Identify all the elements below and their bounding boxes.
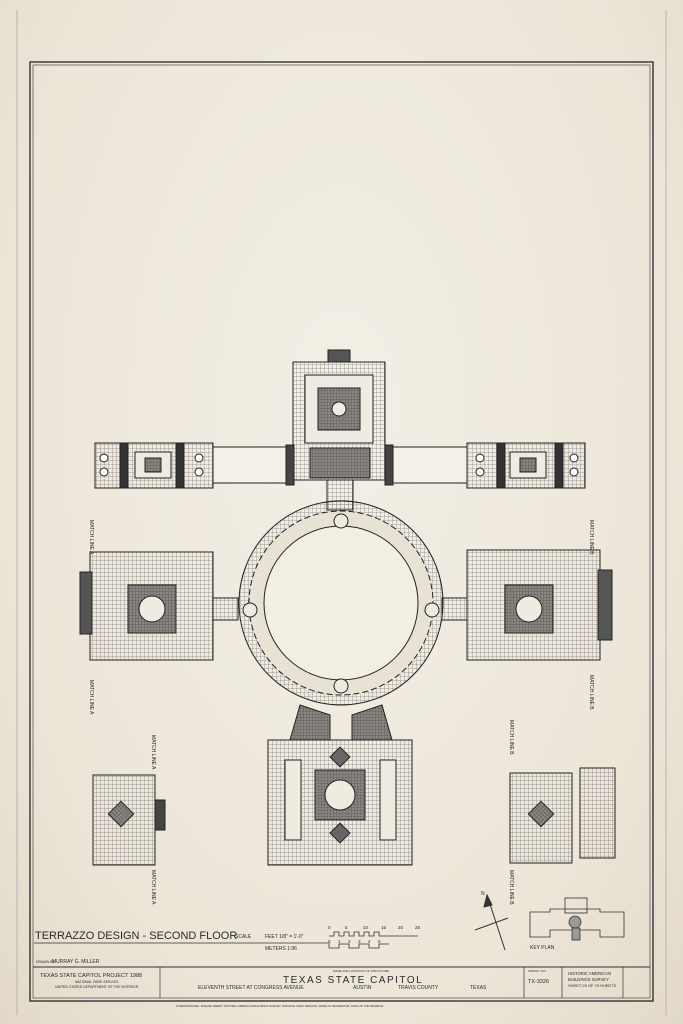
svg-text:MATCH LINE A: MATCH LINE A [150,735,156,770]
survey-no: TX-3326 [528,979,549,985]
south-block [267,704,413,866]
survey-name-1: HISTORIC AMERICAN [568,971,611,976]
survey-name-2: BUILDINGS SURVEY [568,977,609,982]
city: AUSTIN [353,985,372,991]
survey-no-caption: SURVEY NO. [528,969,547,973]
svg-text:MATCH LINE A: MATCH LINE A [150,870,156,905]
county: TRAVIS COUNTY [398,985,439,991]
east-wing [384,442,586,489]
sheet-border [16,10,667,1015]
svg-text:0: 0 [328,939,331,944]
svg-text:15: 15 [381,925,387,930]
svg-text:0: 0 [328,925,331,930]
svg-text:20: 20 [398,925,404,930]
svg-text:2: 2 [348,939,351,944]
drawn-by: MURRAY G. MILLER [52,959,100,965]
svg-text:1: 1 [338,939,341,944]
svg-text:MATCH LINE B: MATCH LINE B [508,870,514,905]
southwest-detail [92,774,166,866]
scale-bar: 0 5 10 15 20 25 0 1 2 3 4 5 [328,925,421,949]
drawing-title: TERRAZZO DESIGN - SECOND FLOOR [35,930,237,942]
street: ELEVENTH STREET AT CONGRESS AVENUE [198,985,304,991]
svg-text:MATCH LINE B: MATCH LINE B [508,720,514,755]
north-block [292,349,386,481]
svg-text:5: 5 [345,925,348,930]
svg-text:25: 25 [415,925,421,930]
svg-text:MATCH LINE B: MATCH LINE B [588,520,594,555]
svg-text:5: 5 [378,939,381,944]
state: TEXAS [470,985,487,991]
project-name: TEXAS STATE CAPITOL PROJECT 1988 [40,973,142,979]
svg-text:MATCH LINE A: MATCH LINE A [88,680,94,715]
structure-caption: NAME AND LOCATION OF STRUCTURE [333,969,389,973]
svg-text:4: 4 [368,939,371,944]
scale-label: SCALE [235,934,252,940]
floor-plan [79,349,616,866]
southeast-detail [509,767,616,864]
scale-feet: FEET 1/8" = 1'-0" [265,934,304,940]
credit-line: IF REPRODUCED, PLEASE CREDIT: HISTORIC A… [176,1004,384,1008]
drawn-by-label: DRAWN BY [36,960,55,964]
svg-text:MATCH LINE A: MATCH LINE A [88,520,94,555]
department: UNITED STATES DEPARTMENT OF THE INTERIOR [55,985,139,989]
west-block [79,551,239,661]
svg-text:KEY PLAN: KEY PLAN [530,945,555,951]
svg-text:3: 3 [358,939,361,944]
agency: NATIONAL PARK SERVICE [75,980,119,984]
north-arrow-icon: N [474,891,509,951]
match-line-labels: MATCH LINE A MATCH LINE A MATCH LINE B M… [88,520,594,905]
structure-name: TEXAS STATE CAPITOL [283,975,423,986]
rotunda [238,500,444,706]
title-block [33,966,650,998]
scale-meters: METERS 1:96 [265,946,297,952]
west-wing [94,442,295,489]
sheet-number: SHEET 29 OF 79 SHEETS [568,983,616,988]
east-block [441,549,613,661]
svg-text:10: 10 [363,925,369,930]
svg-text:MATCH LINE B: MATCH LINE B [588,675,594,710]
key-plan: KEY PLAN [529,897,625,951]
svg-text:N: N [481,891,485,897]
